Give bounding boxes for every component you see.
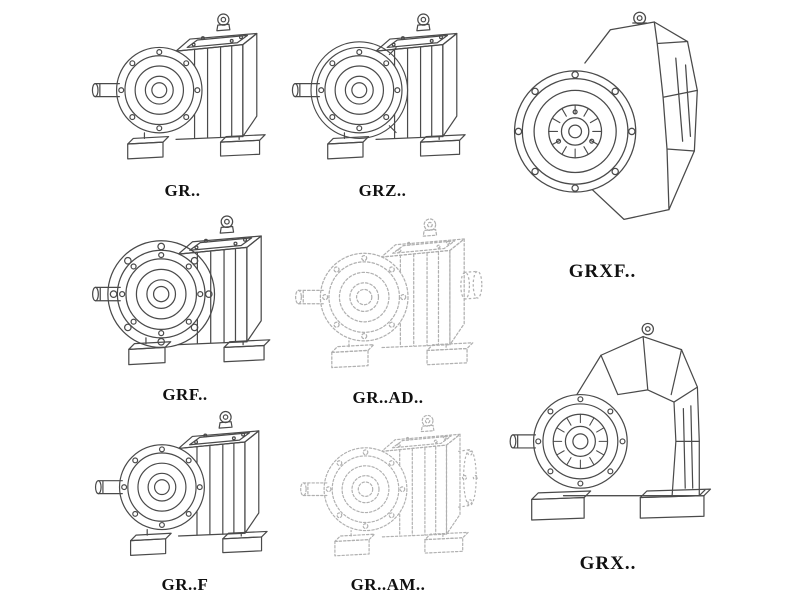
gearbox-gr-am-drawing (288, 410, 488, 572)
figure-gr-ad: GR..AD.. (288, 213, 488, 408)
figure-gr-f: GR..F (85, 406, 285, 595)
gearbox-line-art (296, 219, 473, 368)
figure-grx: GRX.. (498, 300, 718, 575)
figure-grxf: GRXF.. (495, 0, 710, 283)
figure-gr: GR.. (85, 6, 280, 201)
gearbox-line-art (292, 14, 465, 159)
figure-grf: GRF.. (85, 210, 285, 405)
label-gr: GR.. (164, 181, 201, 200)
figure-gr-am: GR..AM.. (288, 410, 488, 595)
flange-gearbox-line-art (515, 12, 698, 219)
large-gearbox-line-art (510, 323, 710, 520)
gearbox-line-art (301, 415, 468, 555)
gearbox-gr-drawing (85, 6, 280, 178)
label-gr-am: GR..AM.. (350, 575, 426, 594)
gearbox-grxf-drawing (495, 0, 710, 258)
gearbox-gr-f-drawing (85, 406, 285, 572)
figure-grz: GRZ.. (285, 6, 480, 201)
label-grx: GRX.. (579, 553, 637, 574)
gearbox-grx-drawing (498, 300, 718, 550)
gearbox-grf-drawing (85, 210, 285, 382)
gearbox-gr-ad-drawing (288, 213, 488, 385)
motor-flange-overlay (458, 450, 477, 508)
gearbox-line-art (92, 14, 265, 159)
label-grxf: GRXF.. (568, 261, 637, 282)
label-gr-ad: GR..AD.. (352, 388, 424, 407)
gearbox-line-art (93, 216, 270, 365)
gearbox-grz-drawing (285, 6, 480, 178)
label-grz: GRZ.. (358, 181, 407, 200)
gearbox-line-art (96, 412, 268, 556)
label-gr-f: GR..F (161, 575, 209, 594)
label-grf: GRF.. (162, 385, 208, 404)
